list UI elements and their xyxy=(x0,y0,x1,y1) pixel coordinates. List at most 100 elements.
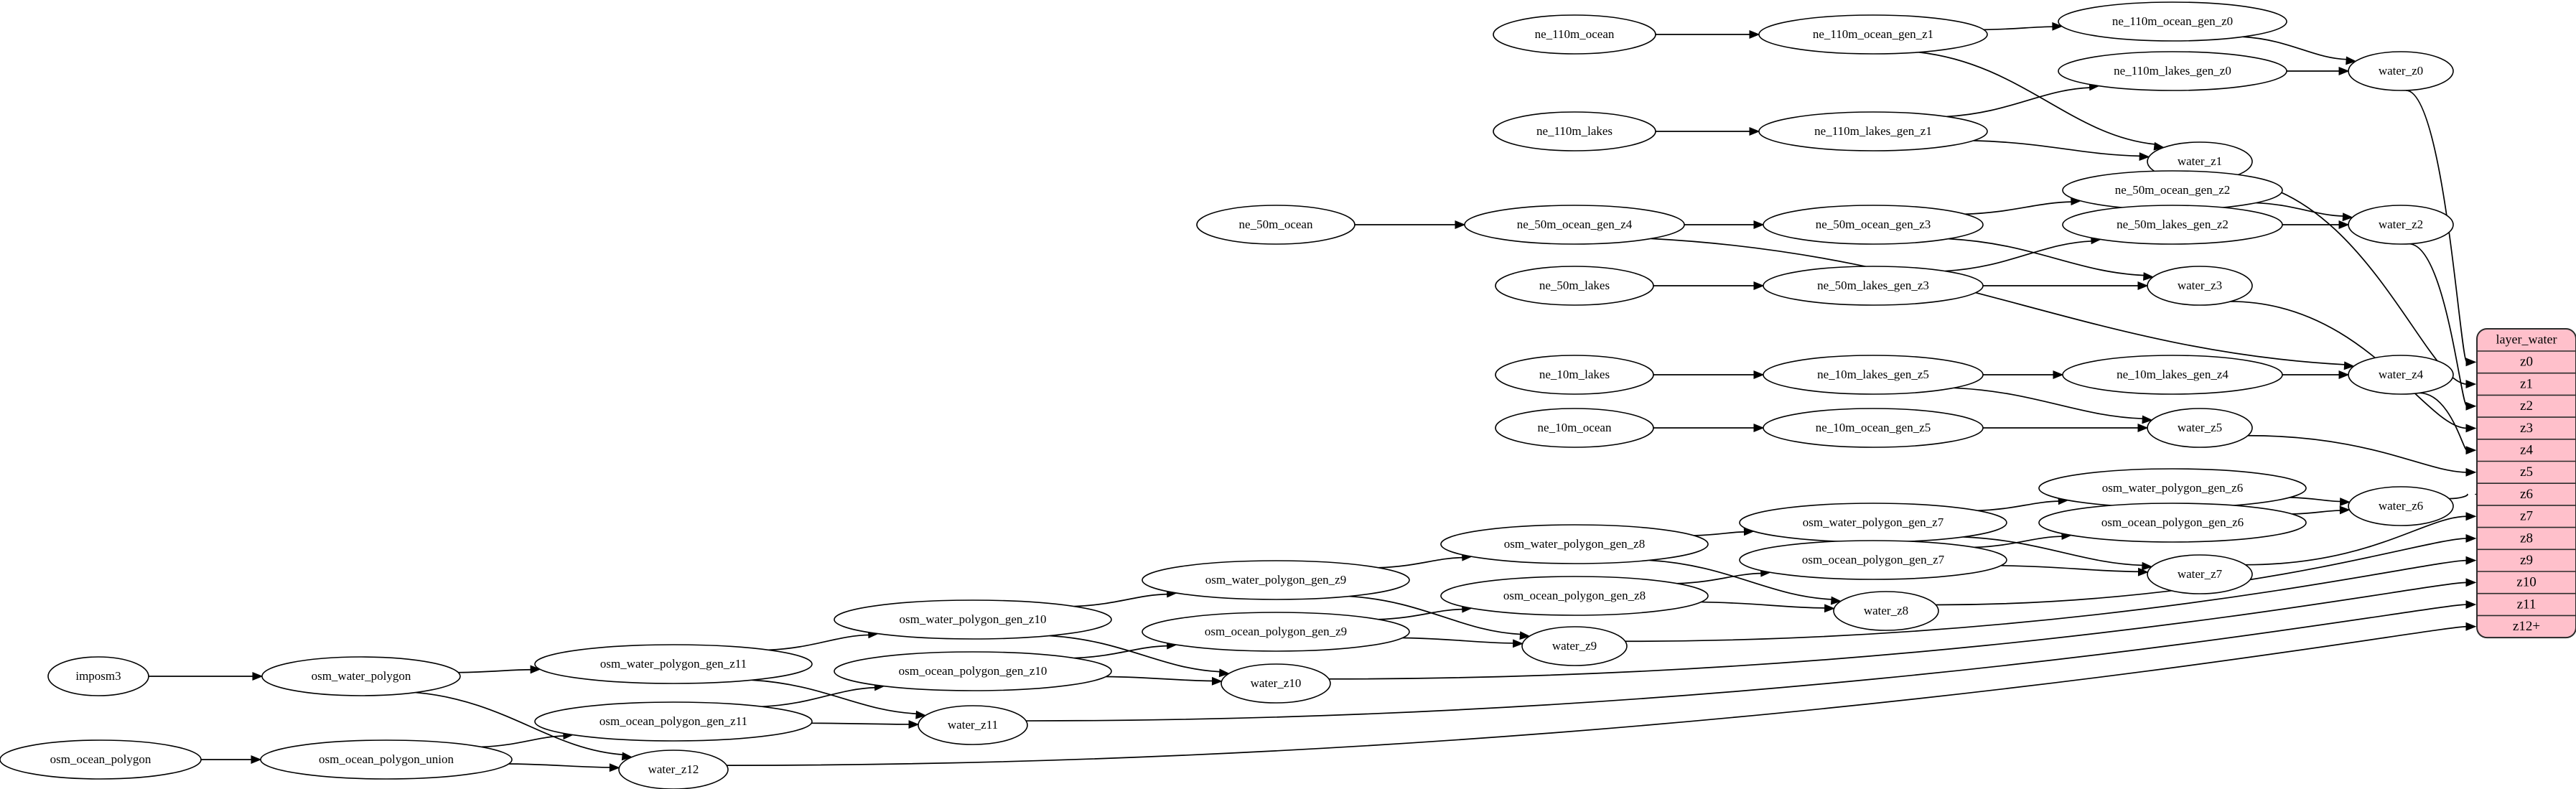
node-osm_ocean_polygon_gen_z10[interactable]: osm_ocean_polygon_gen_z10 xyxy=(834,651,1112,691)
edge-ne_10m_lakes_gen_z5-to-water_z5 xyxy=(1954,387,2144,420)
arrowhead-icon xyxy=(621,752,633,761)
edge-osm_ocean_polygon_gen_z8-to-osm_ocean_polygon_gen_z7 xyxy=(1677,572,1762,584)
node-ne_110m_lakes[interactable]: ne_110m_lakes xyxy=(1493,111,1656,151)
node-shape xyxy=(1495,266,1654,306)
node-osm_water_polygon_gen_z9[interactable]: osm_water_polygon_gen_z9 xyxy=(1142,560,1410,600)
node-ne_50m_ocean_gen_z4[interactable]: ne_50m_ocean_gen_z4 xyxy=(1464,205,1685,245)
node-shape xyxy=(1758,111,1988,151)
arrowhead-icon xyxy=(251,755,262,764)
node-osm_water_polygon[interactable]: osm_water_polygon xyxy=(261,656,461,696)
node-water_z4[interactable]: water_z4 xyxy=(2348,355,2454,395)
edge-ne_50m_ocean_gen_z3-to-ne_50m_ocean_gen_z2 xyxy=(1965,201,2072,215)
node-osm_ocean_polygon_gen_z9[interactable]: osm_ocean_polygon_gen_z9 xyxy=(1142,612,1410,652)
node-shape xyxy=(534,644,813,684)
node-shape xyxy=(1495,355,1654,395)
node-shape xyxy=(2062,205,2283,245)
edge-water_z6-to-layer_water-z6 xyxy=(2449,493,2468,500)
arrowhead-icon xyxy=(2465,446,2477,455)
arrowhead-icon xyxy=(1753,370,1765,379)
node-ne_10m_ocean[interactable]: ne_10m_ocean xyxy=(1495,408,1654,448)
arrowhead-icon xyxy=(2465,358,2477,367)
arrowhead-icon xyxy=(530,665,541,674)
node-water_z0[interactable]: water_z0 xyxy=(2348,51,2454,91)
node-water_z7[interactable]: water_z7 xyxy=(2147,554,2253,594)
arrowhead-icon xyxy=(1753,424,1765,432)
arrowhead-icon xyxy=(252,672,263,681)
arrowhead-icon xyxy=(1211,676,1223,686)
node-ne_50m_lakes_gen_z3[interactable]: ne_50m_lakes_gen_z3 xyxy=(1763,266,1984,306)
node-shape xyxy=(1739,540,2007,580)
node-ne_110m_lakes_gen_z1[interactable]: ne_110m_lakes_gen_z1 xyxy=(1758,111,1988,151)
node-ne_50m_lakes_gen_z2[interactable]: ne_50m_lakes_gen_z2 xyxy=(2062,205,2283,245)
node-water_z5[interactable]: water_z5 xyxy=(2147,408,2253,448)
node-osm_ocean_polygon_gen_z7[interactable]: osm_ocean_polygon_gen_z7 xyxy=(1739,540,2007,580)
edge-osm_water_polygon_gen_z6-to-water_z6 xyxy=(2290,497,2341,503)
node-osm_water_polygon_gen_z11[interactable]: osm_water_polygon_gen_z11 xyxy=(534,644,813,684)
node-osm_ocean_polygon_union[interactable]: osm_ocean_polygon_union xyxy=(260,739,513,780)
node-shape xyxy=(261,656,461,696)
node-ne_50m_ocean_gen_z2[interactable]: ne_50m_ocean_gen_z2 xyxy=(2062,170,2283,210)
node-ne_10m_lakes_gen_z4[interactable]: ne_10m_lakes_gen_z4 xyxy=(2062,355,2283,395)
node-ne_10m_ocean_gen_z5[interactable]: ne_10m_ocean_gen_z5 xyxy=(1763,408,1984,448)
edge-ne_110m_ocean_gen_z1-to-ne_110m_ocean_gen_z0 xyxy=(1984,26,2053,31)
node-water_z6[interactable]: water_z6 xyxy=(2348,486,2454,526)
edge-ne_50m_lakes_gen_z3-to-ne_50m_lakes_gen_z2 xyxy=(1945,240,2093,272)
node-osm_water_polygon_gen_z6[interactable]: osm_water_polygon_gen_z6 xyxy=(2038,468,2307,508)
node-shape xyxy=(2348,205,2454,245)
node-ne_50m_lakes[interactable]: ne_50m_lakes xyxy=(1495,266,1654,306)
node-imposm3[interactable]: imposm3 xyxy=(47,656,149,696)
node-shape xyxy=(2348,51,2454,91)
arrowhead-icon xyxy=(1753,281,1765,290)
node-osm_ocean_polygon_gen_z11[interactable]: osm_ocean_polygon_gen_z11 xyxy=(534,701,813,742)
node-water_z11[interactable]: water_z11 xyxy=(918,705,1028,745)
node-osm_ocean_polygon_gen_z6[interactable]: osm_ocean_polygon_gen_z6 xyxy=(2038,503,2307,543)
edge-osm_water_polygon_gen_z7-to-osm_water_polygon_gen_z6 xyxy=(1977,500,2060,512)
node-osm_water_polygon_gen_z8[interactable]: osm_water_polygon_gen_z8 xyxy=(1440,524,1709,564)
node-shape xyxy=(1221,663,1331,704)
edge-ne_110m_ocean_gen_z0-to-water_z0 xyxy=(2242,36,2348,60)
arrowhead-icon xyxy=(2338,220,2350,229)
edge-osm_ocean_polygon_gen_z10-to-water_z10 xyxy=(1106,676,1213,682)
node-ne_110m_lakes_gen_z0[interactable]: ne_110m_lakes_gen_z0 xyxy=(2058,51,2287,91)
node-ne_50m_ocean_gen_z3[interactable]: ne_50m_ocean_gen_z3 xyxy=(1763,205,1984,245)
node-ne_50m_ocean[interactable]: ne_50m_ocean xyxy=(1196,205,1355,245)
node-osm_ocean_polygon_gen_z8[interactable]: osm_ocean_polygon_gen_z8 xyxy=(1440,576,1709,616)
node-ne_10m_lakes_gen_z5[interactable]: ne_10m_lakes_gen_z5 xyxy=(1763,355,1984,395)
node-water_z8[interactable]: water_z8 xyxy=(1833,591,1939,631)
arrowhead-icon xyxy=(2465,600,2477,609)
node-shape xyxy=(1495,408,1654,448)
node-water_z2[interactable]: water_z2 xyxy=(2348,205,2454,245)
node-water_z12[interactable]: water_z12 xyxy=(618,750,729,789)
node-shape xyxy=(1142,612,1410,652)
node-water_z9[interactable]: water_z9 xyxy=(1521,626,1628,666)
arrowhead-icon xyxy=(2465,578,2477,587)
edge-water_z8-to-layer_water-z8 xyxy=(1936,538,2468,606)
node-shape xyxy=(260,739,513,780)
node-ne_110m_ocean[interactable]: ne_110m_ocean xyxy=(1493,14,1656,55)
node-water_z10[interactable]: water_z10 xyxy=(1221,663,1331,704)
node-water_z3[interactable]: water_z3 xyxy=(2147,266,2253,306)
node-ne_110m_ocean_gen_z0[interactable]: ne_110m_ocean_gen_z0 xyxy=(2058,1,2287,42)
node-ne_10m_lakes[interactable]: ne_10m_lakes xyxy=(1495,355,1654,395)
node-shape xyxy=(47,656,149,696)
edge-osm_ocean_polygon_gen_z7-to-osm_ocean_polygon_gen_z6 xyxy=(1974,536,2063,548)
edge-ne_50m_ocean_gen_z3-to-water_z3 xyxy=(1949,238,2145,276)
node-osm_water_polygon_gen_z10[interactable]: osm_water_polygon_gen_z10 xyxy=(834,599,1112,640)
node-osm_water_polygon_gen_z7[interactable]: osm_water_polygon_gen_z7 xyxy=(1739,503,2007,543)
node-osm_ocean_polygon[interactable]: osm_ocean_polygon xyxy=(0,739,202,780)
edge-osm_water_polygon-to-osm_water_polygon_gen_z11 xyxy=(458,668,532,673)
edge-osm_water_polygon-to-water_z12 xyxy=(415,691,624,756)
node-shape xyxy=(2038,468,2307,508)
node-shape xyxy=(2062,170,2283,210)
node-shape xyxy=(1440,524,1709,564)
arrowhead-icon xyxy=(2465,556,2477,565)
node-ne_110m_ocean_gen_z1[interactable]: ne_110m_ocean_gen_z1 xyxy=(1758,14,1988,55)
edge-ne_50m_ocean_gen_z2-to-water_z2 xyxy=(2256,202,2344,217)
node-shape xyxy=(1763,205,1984,245)
edge-osm_water_polygon_gen_z8-to-water_z8 xyxy=(1649,559,1833,600)
arrowhead-icon xyxy=(915,710,927,719)
arrowhead-icon xyxy=(1749,127,1760,136)
edge-water_z9-to-layer_water-z9 xyxy=(1625,559,2468,643)
edge-water_z5-to-layer_water-z5 xyxy=(2247,434,2468,473)
